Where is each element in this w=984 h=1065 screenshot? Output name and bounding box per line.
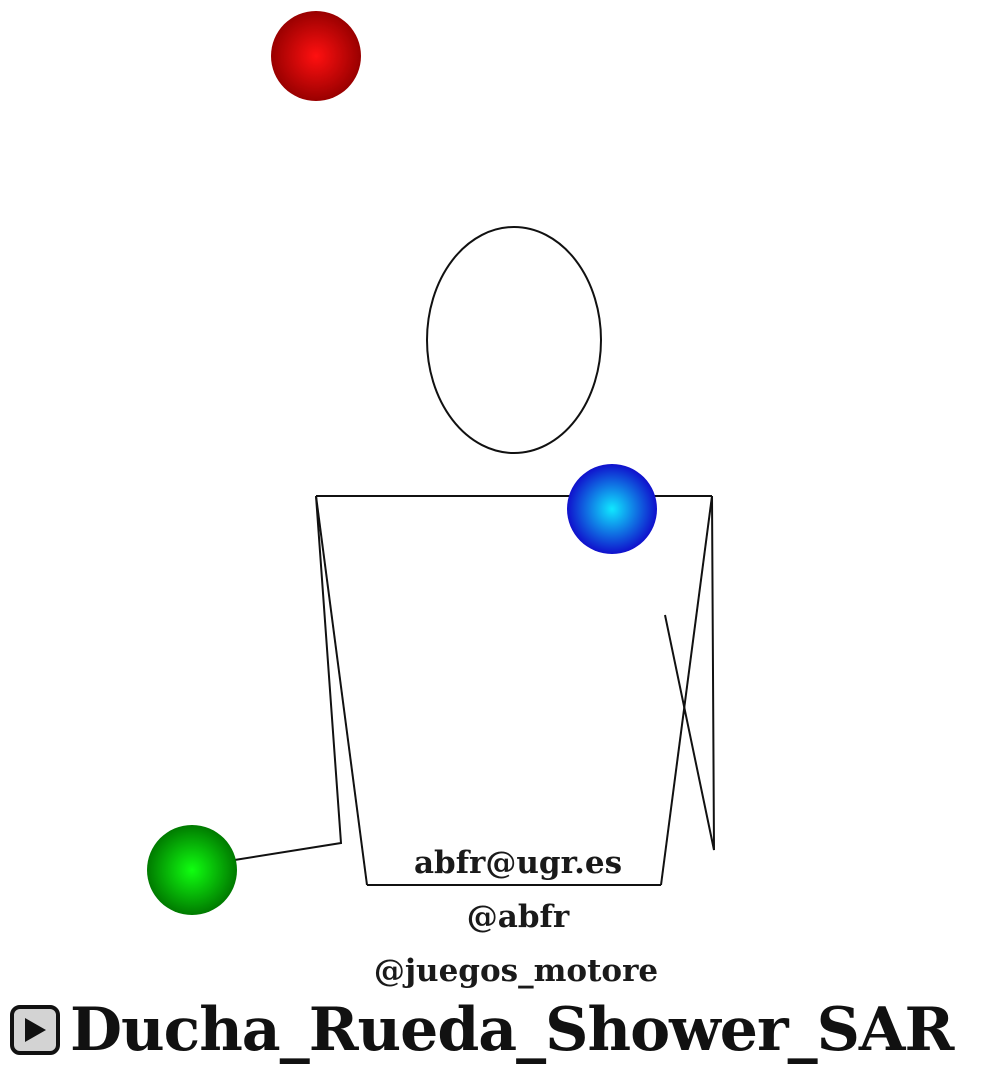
juggler-head — [427, 227, 601, 453]
red-ball — [271, 11, 361, 101]
juggler-body-left — [316, 496, 367, 885]
blue-ball — [567, 464, 657, 554]
juggler-body-right — [661, 496, 712, 885]
credit-handle: @abfr — [26, 902, 984, 933]
pattern-title: Ducha_Rueda_Shower_SAR — [70, 1000, 953, 1060]
credit-account: @juegos_motore — [24, 956, 984, 987]
credit-email: abfr@ugr.es — [26, 848, 984, 879]
play-icon — [23, 1017, 47, 1043]
juggler-figure — [222, 227, 714, 885]
play-button[interactable] — [10, 1005, 60, 1055]
pattern-title-row: Ducha_Rueda_Shower_SAR — [10, 996, 953, 1064]
